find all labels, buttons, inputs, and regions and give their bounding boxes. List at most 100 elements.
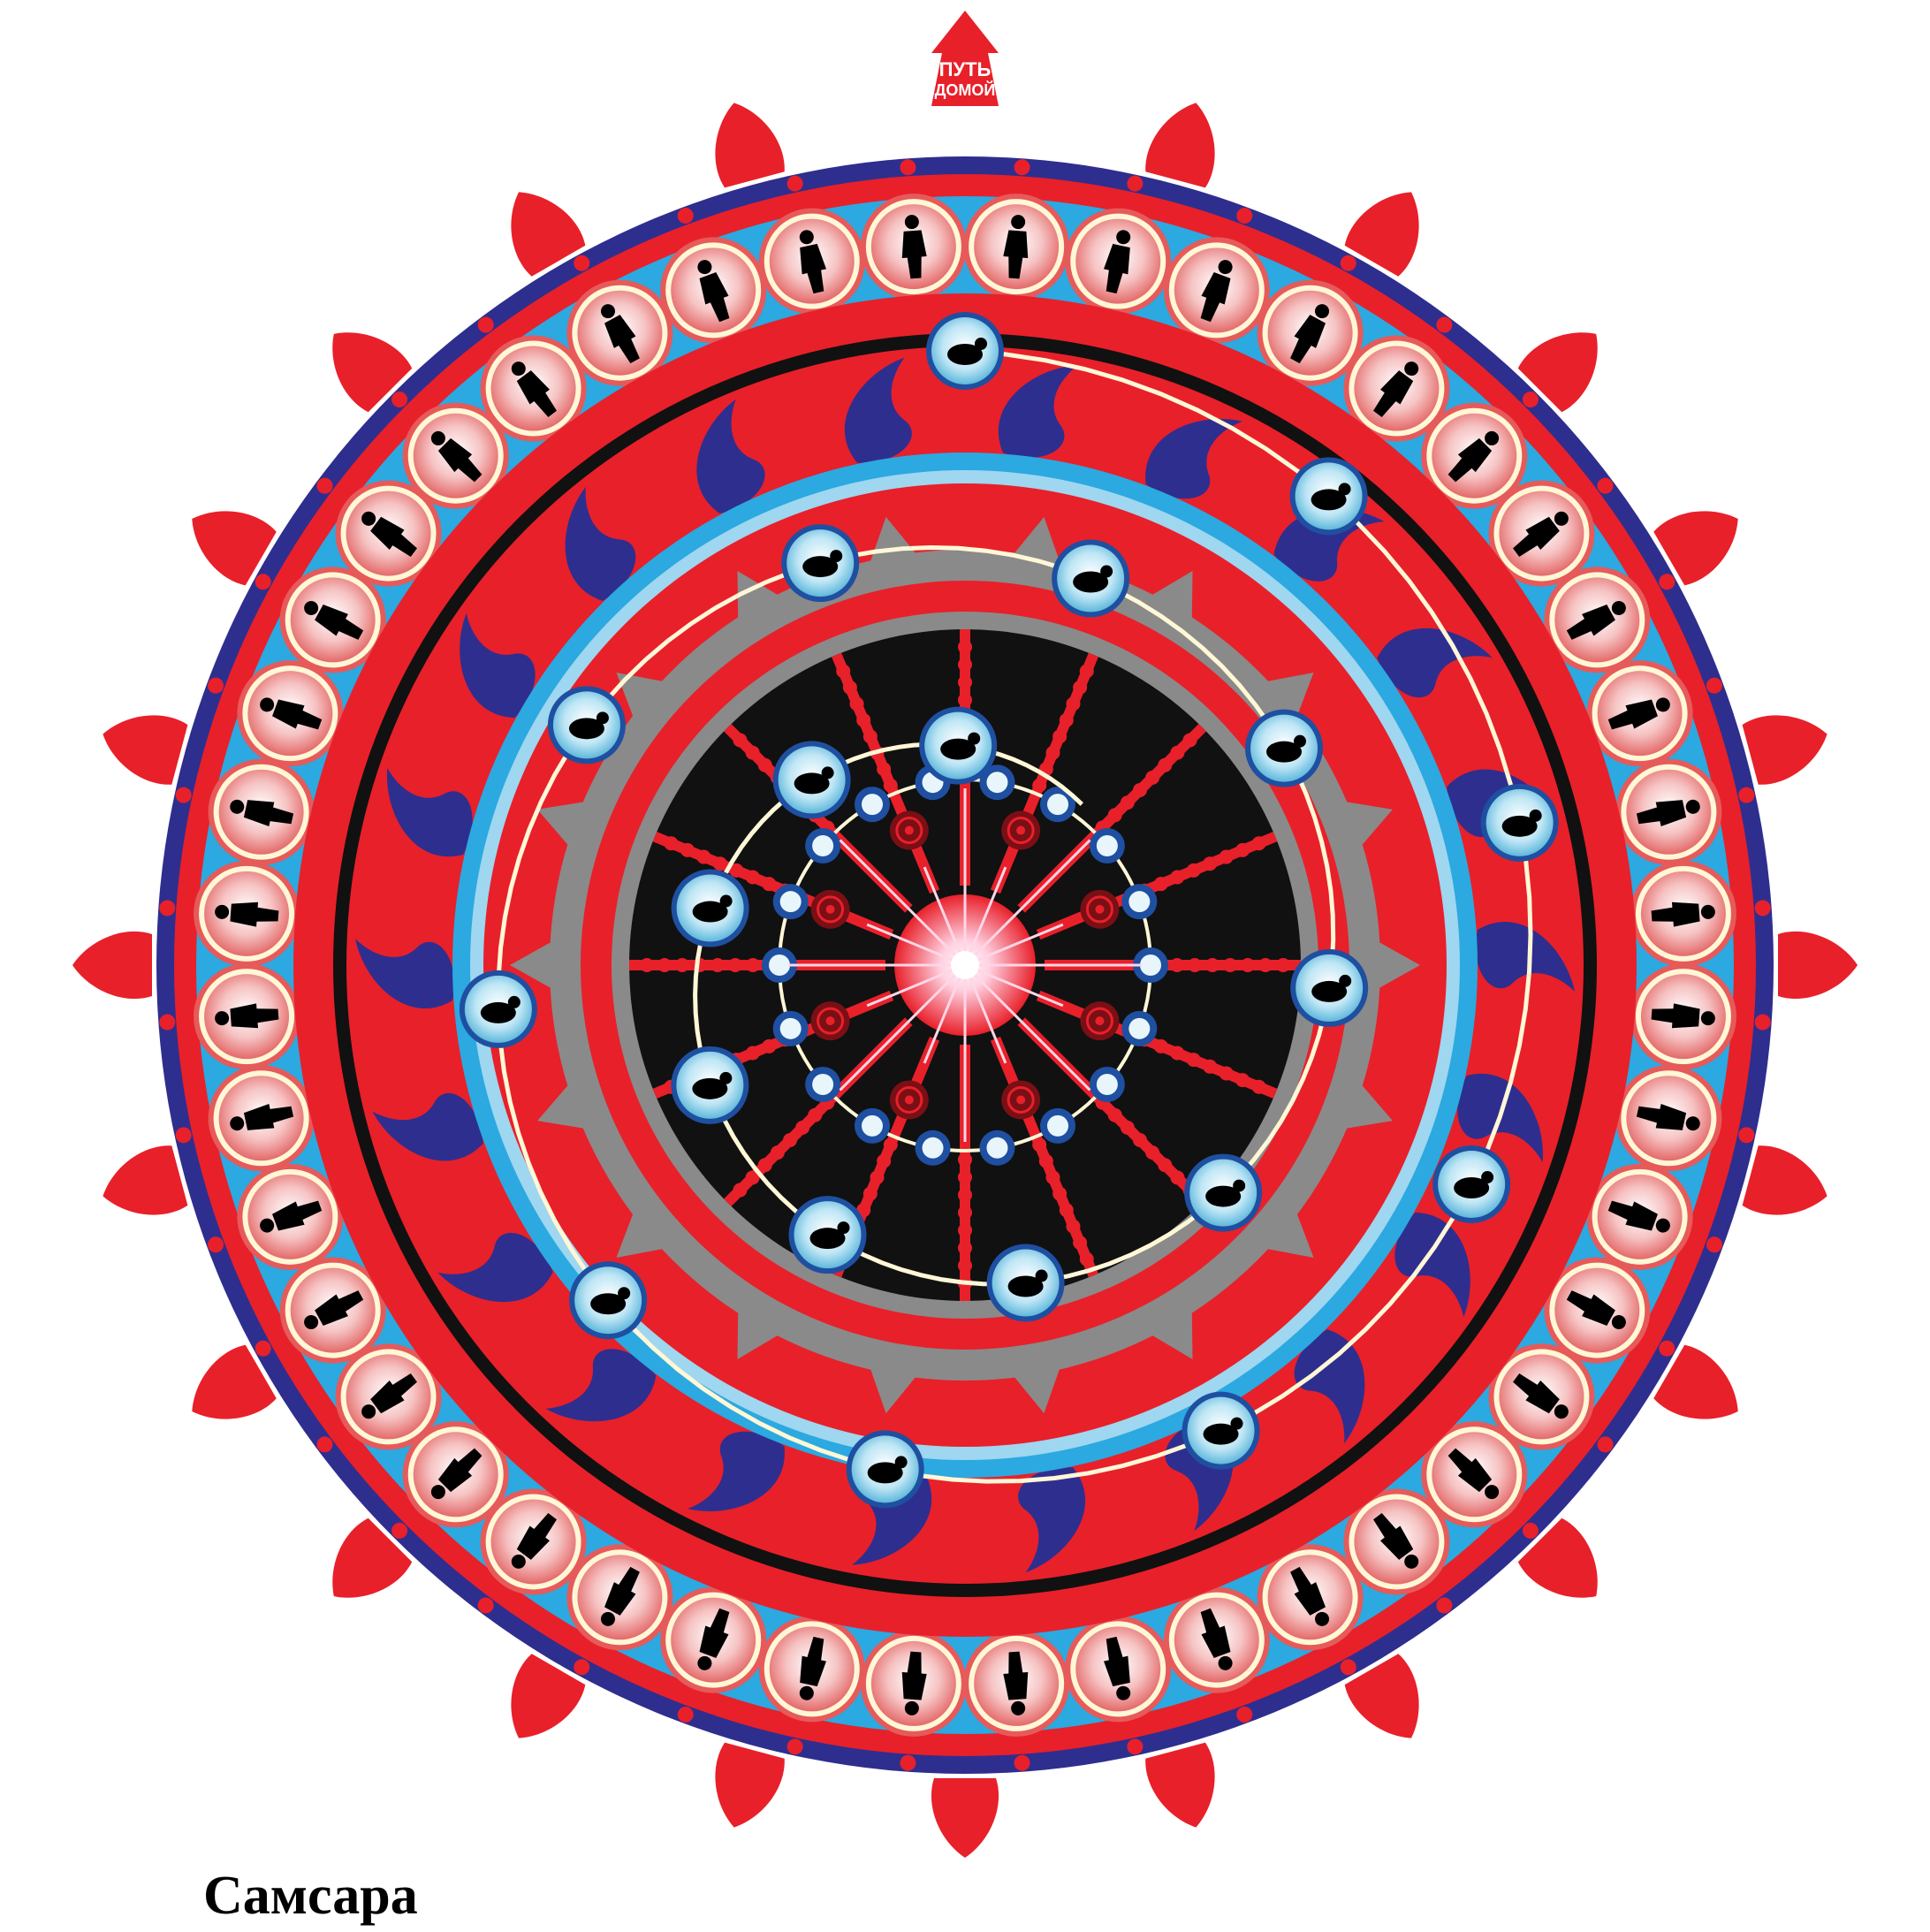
dot	[498, 498, 513, 513]
dot	[285, 1389, 300, 1405]
dot	[159, 900, 175, 916]
star-center	[951, 951, 979, 979]
spoke-bead	[884, 1137, 898, 1152]
spoke-bead	[1066, 696, 1080, 711]
spoke-bead	[710, 958, 725, 972]
spoke-bead	[877, 1154, 891, 1168]
dot	[1071, 1749, 1087, 1765]
dot	[1071, 165, 1087, 181]
spoke-bead	[680, 843, 695, 857]
animal-silhouette-icon	[847, 1430, 924, 1508]
human-life-stage-silhouette-icon	[209, 759, 315, 865]
human-life-stage-silhouette-icon	[861, 194, 967, 300]
spoke-bead	[758, 758, 772, 772]
dot	[1724, 1183, 1740, 1198]
dot	[1205, 357, 1221, 373]
petal	[95, 702, 189, 787]
dot	[1125, 330, 1141, 346]
spoke-bead	[958, 658, 972, 672]
inner-bead	[805, 1067, 840, 1102]
spoke-bead	[1170, 1046, 1184, 1060]
dot	[709, 1557, 725, 1573]
spoke-bead	[870, 1170, 885, 1184]
spoke-bead	[958, 675, 972, 689]
spoke-bead	[958, 693, 972, 707]
dot	[843, 1749, 859, 1765]
dot	[759, 400, 773, 415]
petal	[702, 1742, 787, 1837]
dot	[625, 230, 641, 246]
spoke-bead	[1121, 795, 1135, 810]
animal-silhouette-icon	[460, 970, 537, 1048]
inner-bead	[916, 1130, 951, 1166]
dot	[1607, 957, 1622, 973]
dot	[1549, 987, 1563, 1001]
dot	[1436, 1597, 1452, 1613]
spoke-bead	[1080, 1252, 1094, 1266]
spoke-bead	[1170, 1170, 1184, 1184]
spoke-bead	[1187, 1053, 1201, 1067]
dot	[787, 1738, 803, 1754]
dot	[1127, 176, 1143, 192]
spoke-bead	[1170, 746, 1184, 760]
spoke-bead	[1080, 664, 1094, 678]
home-arrow-icon[interactable]: ПУТЬ ДОМОЙ	[931, 11, 999, 106]
spoke-bead	[675, 958, 689, 972]
dot	[400, 1157, 414, 1171]
dot	[1561, 1481, 1577, 1497]
dot	[1083, 1537, 1097, 1551]
rosette	[1080, 890, 1119, 929]
animal-silhouette-icon	[1481, 784, 1559, 862]
dot	[1140, 394, 1154, 408]
dot	[1282, 394, 1298, 410]
rosette	[890, 811, 929, 850]
dot	[688, 431, 702, 445]
dot	[208, 1236, 224, 1252]
dot	[1182, 1724, 1198, 1740]
petal	[1778, 932, 1858, 999]
dot	[633, 394, 649, 410]
spoke-bead	[808, 1108, 822, 1122]
dot	[1684, 625, 1700, 641]
dot	[574, 1659, 589, 1675]
dot	[1236, 208, 1252, 224]
inner-bead	[1090, 1067, 1125, 1102]
human-life-stage-silhouette-icon	[963, 194, 1069, 300]
dot	[357, 1206, 373, 1221]
human-life-stage-silhouette-icon	[1164, 1587, 1270, 1693]
dot	[190, 732, 206, 748]
dot	[208, 678, 224, 694]
spoke-bead	[843, 681, 857, 695]
spoke-bead	[733, 1183, 747, 1198]
dot	[1630, 525, 1645, 541]
dot	[376, 851, 390, 865]
spoke-bead	[771, 1145, 785, 1160]
spoke-bead	[1039, 1154, 1053, 1168]
dot	[574, 255, 589, 271]
spoke-bead	[1220, 850, 1234, 864]
petal	[702, 95, 787, 189]
spoke-bead	[1258, 958, 1273, 972]
dot	[1205, 1557, 1221, 1573]
dot	[709, 357, 725, 373]
spoke-bead	[657, 958, 672, 972]
inner-bead	[855, 1108, 890, 1144]
human-life-stage-silhouette-icon	[237, 660, 343, 766]
dot	[423, 704, 437, 719]
human-life-stage-silhouette-icon	[1587, 660, 1693, 766]
animal-silhouette-icon	[1245, 710, 1323, 787]
dot	[678, 208, 694, 224]
rosette	[811, 1001, 850, 1040]
human-life-stage-silhouette-icon	[660, 1587, 766, 1693]
rosette	[1080, 1001, 1119, 1040]
spoke-bead	[746, 1046, 760, 1060]
dot	[1659, 1341, 1675, 1357]
dot	[1548, 910, 1562, 924]
human-life-stage-silhouette-icon	[1615, 759, 1721, 865]
spoke-bead	[1145, 771, 1159, 785]
dot	[1014, 159, 1030, 175]
animal-silhouette-icon	[789, 1196, 867, 1274]
dot	[625, 1685, 641, 1700]
spoke-bead	[1133, 783, 1147, 797]
dot	[1065, 376, 1079, 390]
